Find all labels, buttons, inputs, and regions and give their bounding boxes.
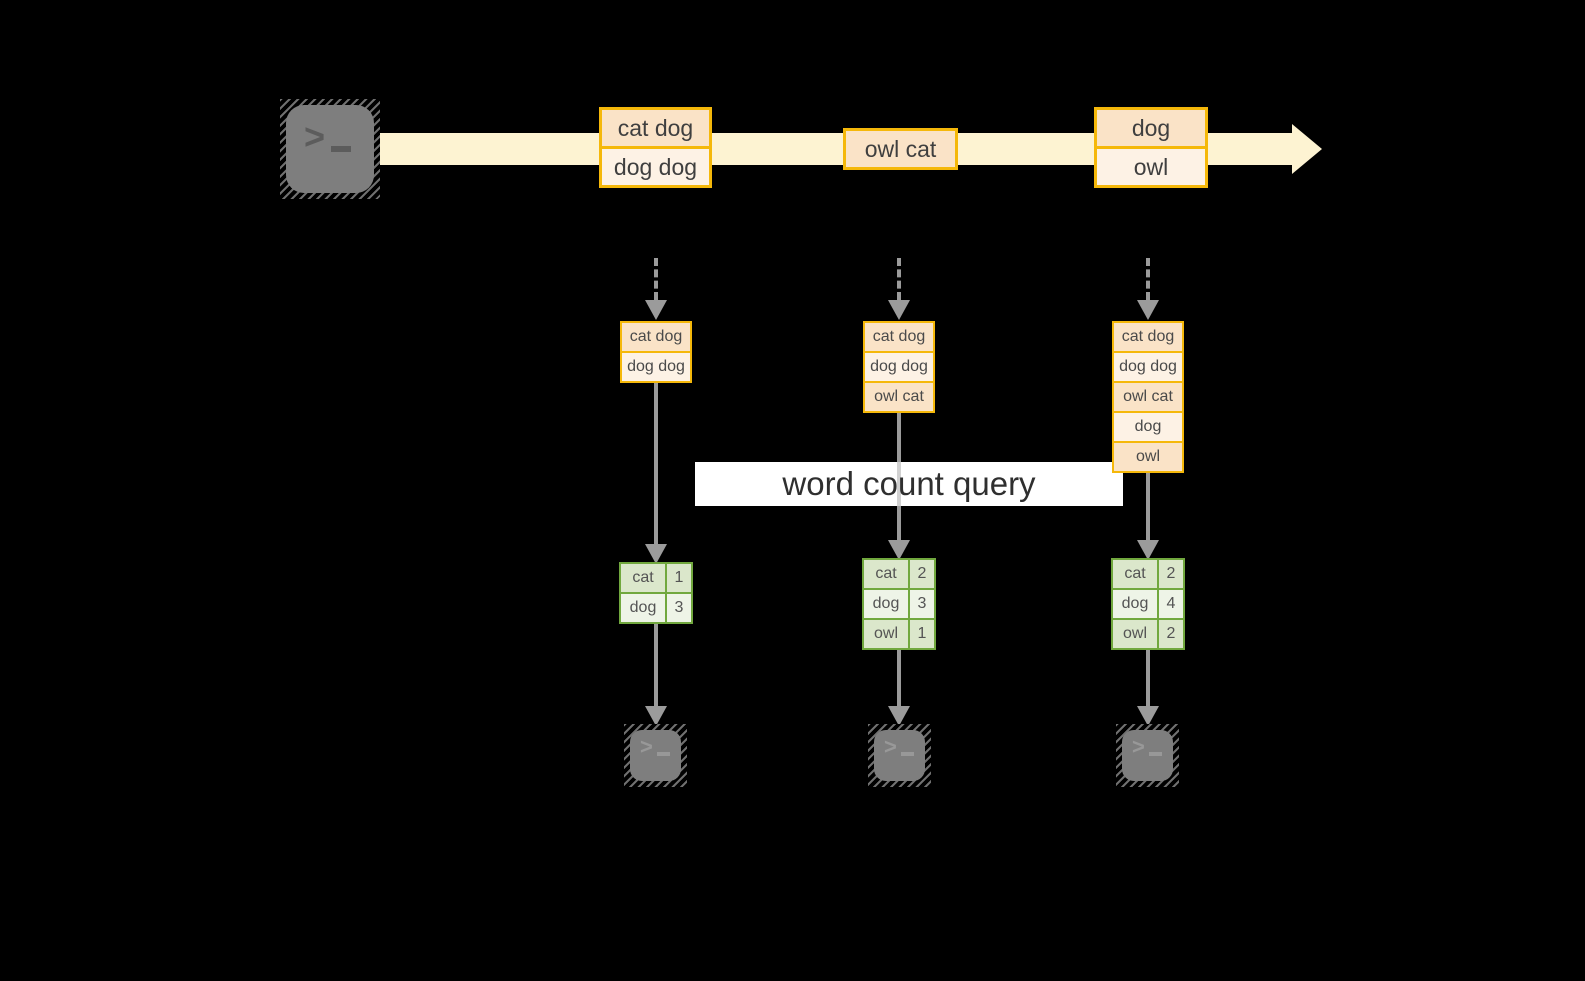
sink-terminal-icon-2: > (868, 724, 931, 787)
count-value: 3 (917, 595, 927, 612)
arrow-line (897, 650, 901, 706)
table-row: dog 3 (864, 588, 934, 618)
prompt-chevron: > (640, 734, 653, 759)
dashed-arrow-line (654, 258, 658, 300)
table-row: owl 2 (1113, 618, 1183, 648)
stream-arrowhead (1292, 124, 1322, 174)
count-word: cat (864, 560, 910, 588)
count-value: 2 (1166, 565, 1176, 582)
terminal-prompt-icon: > (640, 736, 670, 758)
sink-terminal-icon-3: > (1116, 724, 1179, 787)
buffer-item: owl cat (865, 381, 933, 411)
count-value: 4 (1166, 595, 1176, 612)
count-table-2: cat 2 dog 3 owl 1 (862, 558, 936, 650)
count-value: 3 (674, 599, 684, 616)
source-terminal-icon: > (280, 99, 380, 199)
count-word: dog (1113, 590, 1159, 618)
count-word: owl (1113, 620, 1159, 648)
count-value: 1 (674, 569, 684, 586)
buffer-item: dog dog (1114, 351, 1182, 381)
terminal-screen: > (630, 730, 681, 781)
count-value: 2 (1166, 625, 1176, 642)
stream-event-word: dog (1097, 110, 1205, 146)
prompt-cursor (331, 146, 352, 152)
buffer-item: cat dog (622, 323, 690, 351)
buffer-item: owl (1114, 441, 1182, 471)
arrow-line-through-band (897, 462, 901, 506)
terminal-screen: > (874, 730, 925, 781)
count-value: 1 (917, 625, 927, 642)
count-table-1: cat 1 dog 3 (619, 562, 693, 624)
stream-event-word: cat dog (602, 110, 709, 146)
table-row: cat 2 (1113, 560, 1183, 588)
count-value: 2 (917, 565, 927, 582)
prompt-chevron: > (304, 116, 326, 157)
dashed-arrowhead (1137, 300, 1159, 320)
buffer-stack-1: cat dog dog dog (620, 321, 692, 383)
query-label: word count query (782, 465, 1036, 502)
prompt-cursor (656, 752, 670, 756)
arrowhead (1137, 540, 1159, 560)
dashed-arrowhead (645, 300, 667, 320)
prompt-chevron: > (884, 734, 897, 759)
dashed-arrow-line (1146, 258, 1150, 300)
buffer-item: cat dog (865, 323, 933, 351)
buffer-item: dog dog (865, 351, 933, 381)
query-band (695, 462, 1123, 506)
table-row: cat 1 (621, 564, 691, 592)
stream-event-word: owl (1097, 146, 1205, 185)
table-row: dog 3 (621, 592, 691, 622)
count-word: cat (1113, 560, 1159, 588)
buffer-stack-2: cat dog dog dog owl cat (863, 321, 935, 413)
count-word: cat (621, 564, 667, 592)
stream-event-word: dog dog (602, 146, 709, 185)
arrowhead (645, 706, 667, 726)
buffer-item: dog (1114, 411, 1182, 441)
buffer-item: owl cat (1114, 381, 1182, 411)
buffer-stack-3: cat dog dog dog owl cat dog owl (1112, 321, 1184, 473)
dashed-arrowhead (888, 300, 910, 320)
stream-event-word: owl cat (846, 131, 955, 167)
count-table-3: cat 2 dog 4 owl 2 (1111, 558, 1185, 650)
count-word: dog (864, 590, 910, 618)
arrowhead (645, 544, 667, 564)
prompt-cursor (1148, 752, 1162, 756)
stream-event-box-1: cat dog dog dog (599, 107, 712, 188)
table-row: owl 1 (864, 618, 934, 648)
sink-terminal-icon-1: > (624, 724, 687, 787)
arrowhead (888, 540, 910, 560)
terminal-prompt-icon: > (884, 736, 914, 758)
terminal-screen: > (1122, 730, 1173, 781)
buffer-item: dog dog (622, 351, 690, 381)
prompt-chevron: > (1132, 734, 1145, 759)
arrowhead (1137, 706, 1159, 726)
dashed-arrow-line (897, 258, 901, 300)
terminal-prompt-icon: > (1132, 736, 1162, 758)
terminal-prompt-icon: > (304, 116, 352, 157)
table-row: dog 4 (1113, 588, 1183, 618)
terminal-screen: > (286, 105, 374, 193)
count-word: owl (864, 620, 910, 648)
arrow-line (654, 383, 658, 544)
arrowhead (888, 706, 910, 726)
arrow-line (1146, 473, 1150, 540)
count-word: dog (621, 594, 667, 622)
stream-event-box-2: owl cat (843, 128, 958, 170)
stream-event-box-3: dog owl (1094, 107, 1208, 188)
arrow-line (1146, 650, 1150, 706)
table-row: cat 2 (864, 560, 934, 588)
prompt-cursor (900, 752, 914, 756)
arrow-line (654, 624, 658, 706)
buffer-item: cat dog (1114, 323, 1182, 351)
